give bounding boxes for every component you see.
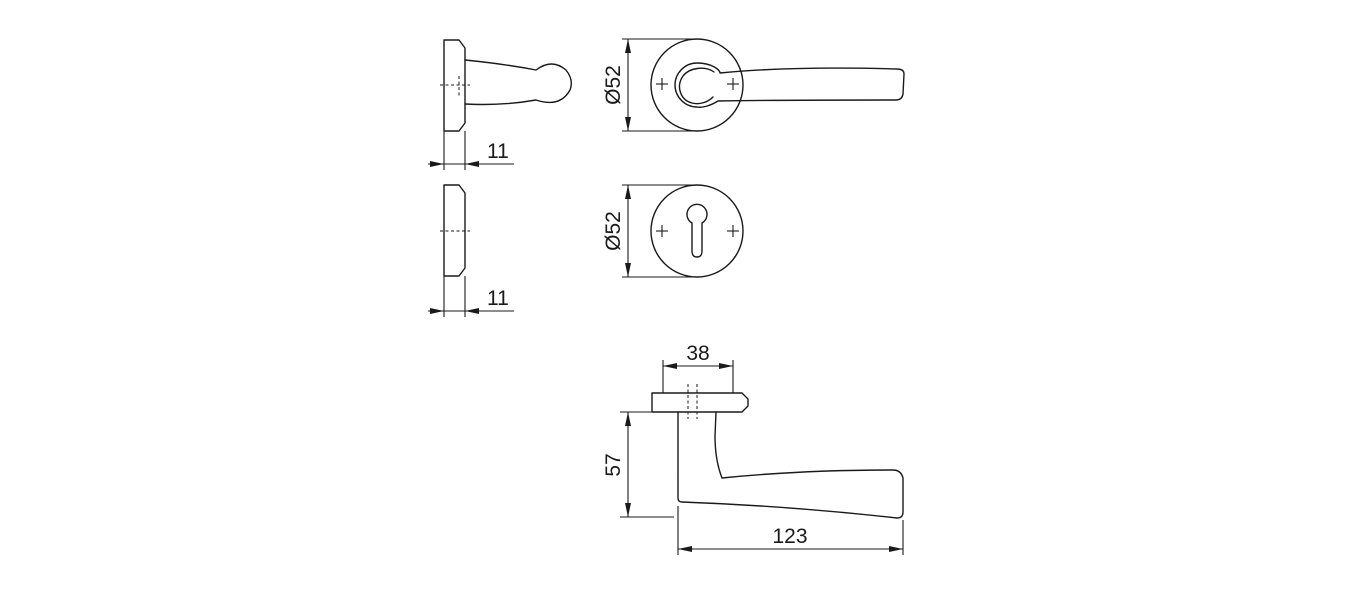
dimension-label-d52-rose: Ø52 <box>602 65 625 105</box>
dimension-d52-rose: Ø52 <box>602 38 697 132</box>
escutcheon-front-view <box>650 184 744 278</box>
rose-front-view <box>650 38 905 132</box>
screw-mark <box>656 78 668 90</box>
lever-side-profile <box>464 59 573 106</box>
lever-neck-ring <box>678 67 715 105</box>
lever-top-view <box>651 384 904 519</box>
dimension-123: 123 <box>677 506 904 555</box>
rose-front-circle <box>650 38 744 132</box>
rose-side-view <box>440 39 573 132</box>
dimension-label-57: 57 <box>602 453 625 476</box>
screw-mark <box>656 225 668 237</box>
dimension-38: 38 <box>662 342 734 393</box>
rose-top-plate <box>651 392 749 413</box>
lever-front-outline <box>674 62 905 108</box>
screw-mark <box>727 78 739 90</box>
dimension-label-11-rose: 11 <box>487 140 509 163</box>
dimension-label-d52-escutcheon: Ø52 <box>602 211 625 251</box>
lever-top-outline <box>677 411 904 519</box>
dimension-11-escutcheon: 11 <box>428 276 514 317</box>
cylinder-keyhole <box>686 203 708 258</box>
dimension-label-38: 38 <box>686 342 709 365</box>
dimension-57: 57 <box>602 411 674 518</box>
dimension-d52-escutcheon: Ø52 <box>602 184 697 278</box>
dimension-11-rose: 11 <box>428 131 514 170</box>
dimension-label-11-escutcheon: 11 <box>487 287 509 310</box>
escutcheon-side-view <box>440 184 470 277</box>
dimension-label-123: 123 <box>772 525 807 548</box>
screw-mark <box>727 225 739 237</box>
